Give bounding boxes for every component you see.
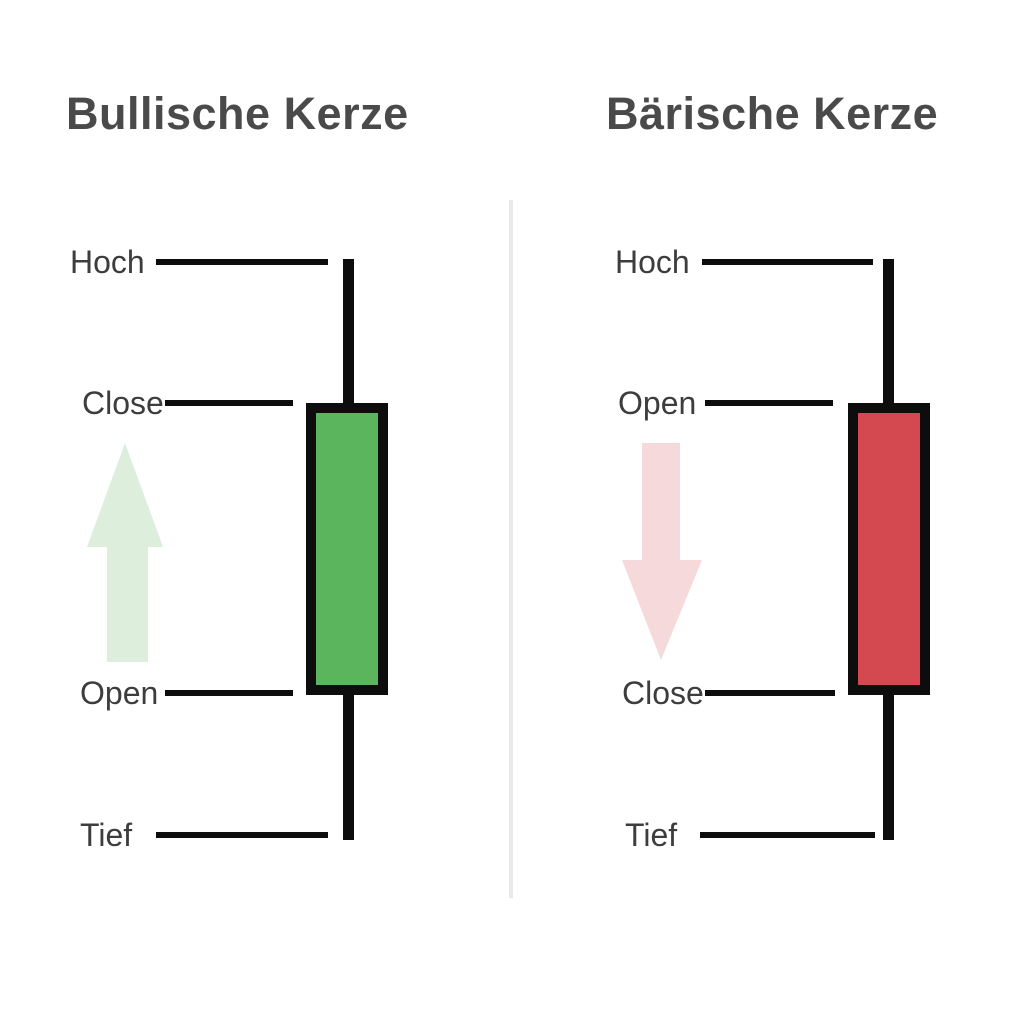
bearish-candle-body	[848, 403, 930, 695]
up-arrow-icon	[87, 443, 163, 662]
bearish-low-label: Tief	[625, 817, 678, 853]
bullish-candle-body	[306, 403, 388, 695]
bullish-high-connector-line	[156, 259, 328, 265]
bullish-open-label: Open	[80, 675, 159, 711]
bullish-low-label: Tief	[80, 817, 133, 853]
bearish-low-connector-line	[700, 832, 875, 838]
bullish-candle-lower-wick	[343, 694, 354, 840]
bearish-open-label: Open	[618, 385, 697, 421]
bearish-candle-upper-wick	[883, 259, 894, 405]
bearish-high-connector-line	[702, 259, 873, 265]
bullish-close-label: Close	[82, 385, 164, 421]
bullish-panel-title: Bullische Kerze	[66, 88, 409, 139]
bearish-open-connector-line	[705, 400, 833, 406]
bearish-close-connector-line	[705, 690, 835, 696]
bearish-panel-title: Bärische Kerze	[606, 88, 939, 139]
panel-divider	[509, 200, 513, 898]
down-arrow-icon	[622, 443, 702, 660]
bearish-close-label: Close	[622, 675, 704, 711]
bullish-high-label: Hoch	[70, 244, 145, 280]
bullish-close-connector-line	[165, 400, 293, 406]
up-arrow-shape	[87, 443, 163, 662]
bullish-candle-upper-wick	[343, 259, 354, 405]
bearish-candle-lower-wick	[883, 694, 894, 840]
bullish-low-connector-line	[156, 832, 328, 838]
bullish-open-connector-line	[165, 690, 293, 696]
bearish-high-label: Hoch	[615, 244, 690, 280]
down-arrow-shape	[622, 443, 702, 660]
